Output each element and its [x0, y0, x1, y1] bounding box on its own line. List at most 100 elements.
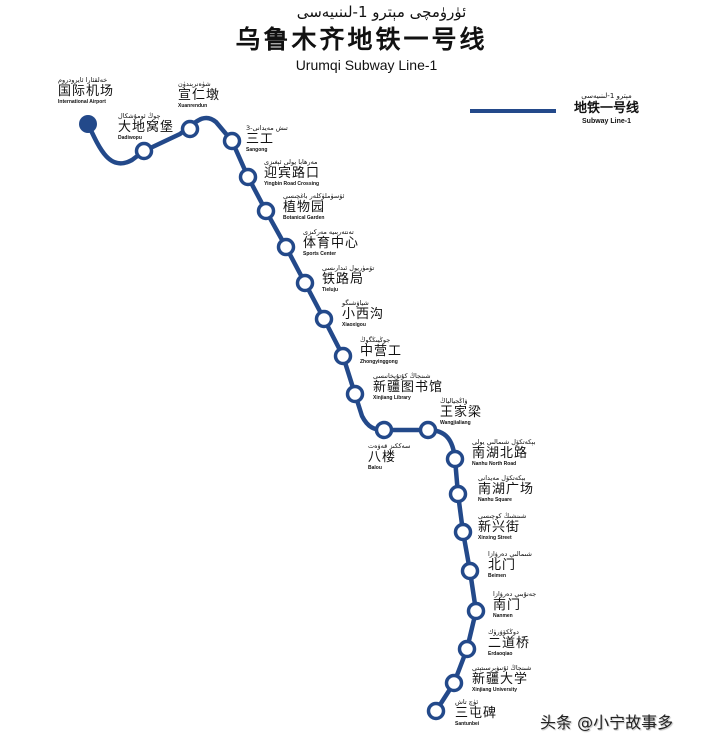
station-name-chinese: 新兴街: [478, 520, 521, 535]
station-marker: [418, 420, 438, 440]
station-name-chinese: 三屯碑: [455, 706, 498, 721]
station-name-uyghur: شىنجاڭ ئۇنىۋېرسىتېتى: [472, 664, 532, 672]
station-name-chinese: 铁路局: [322, 272, 365, 287]
station-marker: [448, 484, 468, 504]
station-name-chinese: 大地窝堡: [118, 120, 175, 135]
station-name-uyghur: شياۋشىگو: [342, 299, 369, 307]
station-marker: [295, 273, 315, 293]
station-marker: [222, 131, 242, 151]
station-name-chinese: 新疆大学: [472, 672, 529, 687]
station-marker: [238, 167, 258, 187]
station-marker: [314, 309, 334, 329]
station-name-english: Botanical Garden: [283, 215, 325, 221]
station-marker: [79, 115, 97, 133]
station-name-english: Sangong: [246, 147, 268, 153]
station-name-chinese: 北门: [488, 558, 517, 573]
station-name-english: Balou: [368, 465, 382, 471]
station-marker: [460, 561, 480, 581]
legend-label-uyghur: مېترو 1-لىنىيەسى: [581, 92, 632, 100]
station-name-english: Xinjiang University: [472, 687, 518, 693]
station-marker: [276, 237, 296, 257]
station-name-uyghur: بېكەتكۆل شىمالىي يولى: [472, 438, 536, 446]
station-name-english: Xiaoxigou: [342, 322, 366, 328]
station-name-chinese: 宣仁墩: [178, 88, 221, 103]
station-marker: [345, 384, 365, 404]
station-name-chinese: 迎宾路口: [264, 166, 321, 181]
station-name-chinese: 植物园: [283, 200, 326, 215]
station-name-english: Tieluju: [322, 287, 339, 293]
station-name-chinese: 体育中心: [303, 236, 360, 251]
station-marker: [444, 673, 464, 693]
legend-label-chinese: 地铁一号线: [574, 101, 640, 116]
station-name-english: Xuanrendun: [178, 103, 208, 109]
station-name-chinese: 小西沟: [342, 307, 385, 322]
line-1-route: [85, 115, 479, 713]
station-marker: [256, 201, 276, 221]
station-name-english: Yingbin Road Crossing: [264, 181, 320, 187]
station-name-uyghur: چوڭ ئومۇشكال: [118, 112, 161, 120]
legend: مېترو 1-لىنىيەسى 地铁一号线 Subway Line-1: [574, 92, 639, 126]
station-name-uyghur: تەنتەربىيە مەركىزى: [303, 228, 354, 236]
station-name-uyghur: 3-تىش مەيدانى: [246, 124, 288, 132]
station-name-uyghur: تۆمۈريول ئىدارىسى: [322, 264, 375, 272]
station-name-english: Xinjiang Library: [373, 395, 411, 401]
station-name-uyghur: شۈەنرېندۈن: [178, 80, 211, 88]
station-name-english: International Airport: [58, 99, 106, 105]
station-name-uyghur: شىمالىي دەرۋازا: [488, 550, 532, 558]
station-marker: [453, 522, 473, 542]
title-english: Urumqi Subway Line-1: [295, 57, 438, 73]
station-name-english: Xinxing Street: [478, 535, 512, 541]
station-marker: [426, 701, 446, 721]
station-name-chinese: 三工: [246, 132, 275, 147]
station-name-chinese: 南湖广场: [478, 482, 535, 497]
station-name-uyghur: شىنجاڭ كۇتۇپخانىسى: [373, 372, 431, 380]
station-name-english: Zhongyinggong: [360, 359, 398, 365]
station-name-uyghur: ۋاڭجيالياڭ: [440, 397, 468, 405]
station-name-english: Nanhu Square: [478, 497, 512, 503]
station-name-uyghur: جەنۇبىي دەرۋازا: [493, 590, 537, 598]
station-marker: [466, 601, 486, 621]
station-marker: [457, 639, 477, 659]
station-name-chinese: 南门: [493, 598, 522, 613]
station-name-english: Erdaoqiao: [488, 651, 513, 657]
station-name-english: Santunbei: [455, 721, 480, 727]
station-marker: [134, 141, 154, 161]
station-name-uyghur: دوڭكۆۋرۈك: [488, 628, 519, 636]
station-marker: [180, 119, 200, 139]
station-name-uyghur: شىنشىڭ كوچىسى: [478, 512, 527, 520]
legend-label-english: Subway Line-1: [582, 118, 632, 125]
station-name-english: Nanmen: [493, 613, 513, 619]
station-name-uyghur: خەلقئارا ئايرودروم: [58, 76, 108, 84]
station-name-chinese: 南湖北路: [472, 446, 529, 461]
station-name-uyghur: ئۈچ تاش: [455, 698, 479, 706]
station-name-chinese: 中营工: [360, 344, 403, 359]
station-name-chinese: 二道桥: [488, 636, 531, 651]
watermark: 头条 @小宁故事多: [540, 713, 674, 732]
station-name-chinese: 八楼: [368, 450, 397, 465]
station-name-english: Nanhu North Road: [472, 461, 517, 467]
station-name-uyghur: سەككىز قەۋەت: [368, 442, 411, 450]
station-name-uyghur: ئۆسۈملۈكلەر باغچىسى: [283, 192, 345, 200]
station-name-chinese: 王家梁: [440, 405, 483, 420]
station-marker: [445, 449, 465, 469]
station-marker: [333, 346, 353, 366]
station-marker: [374, 420, 394, 440]
station-name-english: Sports Center: [303, 251, 337, 257]
title-uyghur: ئۈرۈمچى مېترو 1-لىنىيەسى: [296, 3, 467, 21]
